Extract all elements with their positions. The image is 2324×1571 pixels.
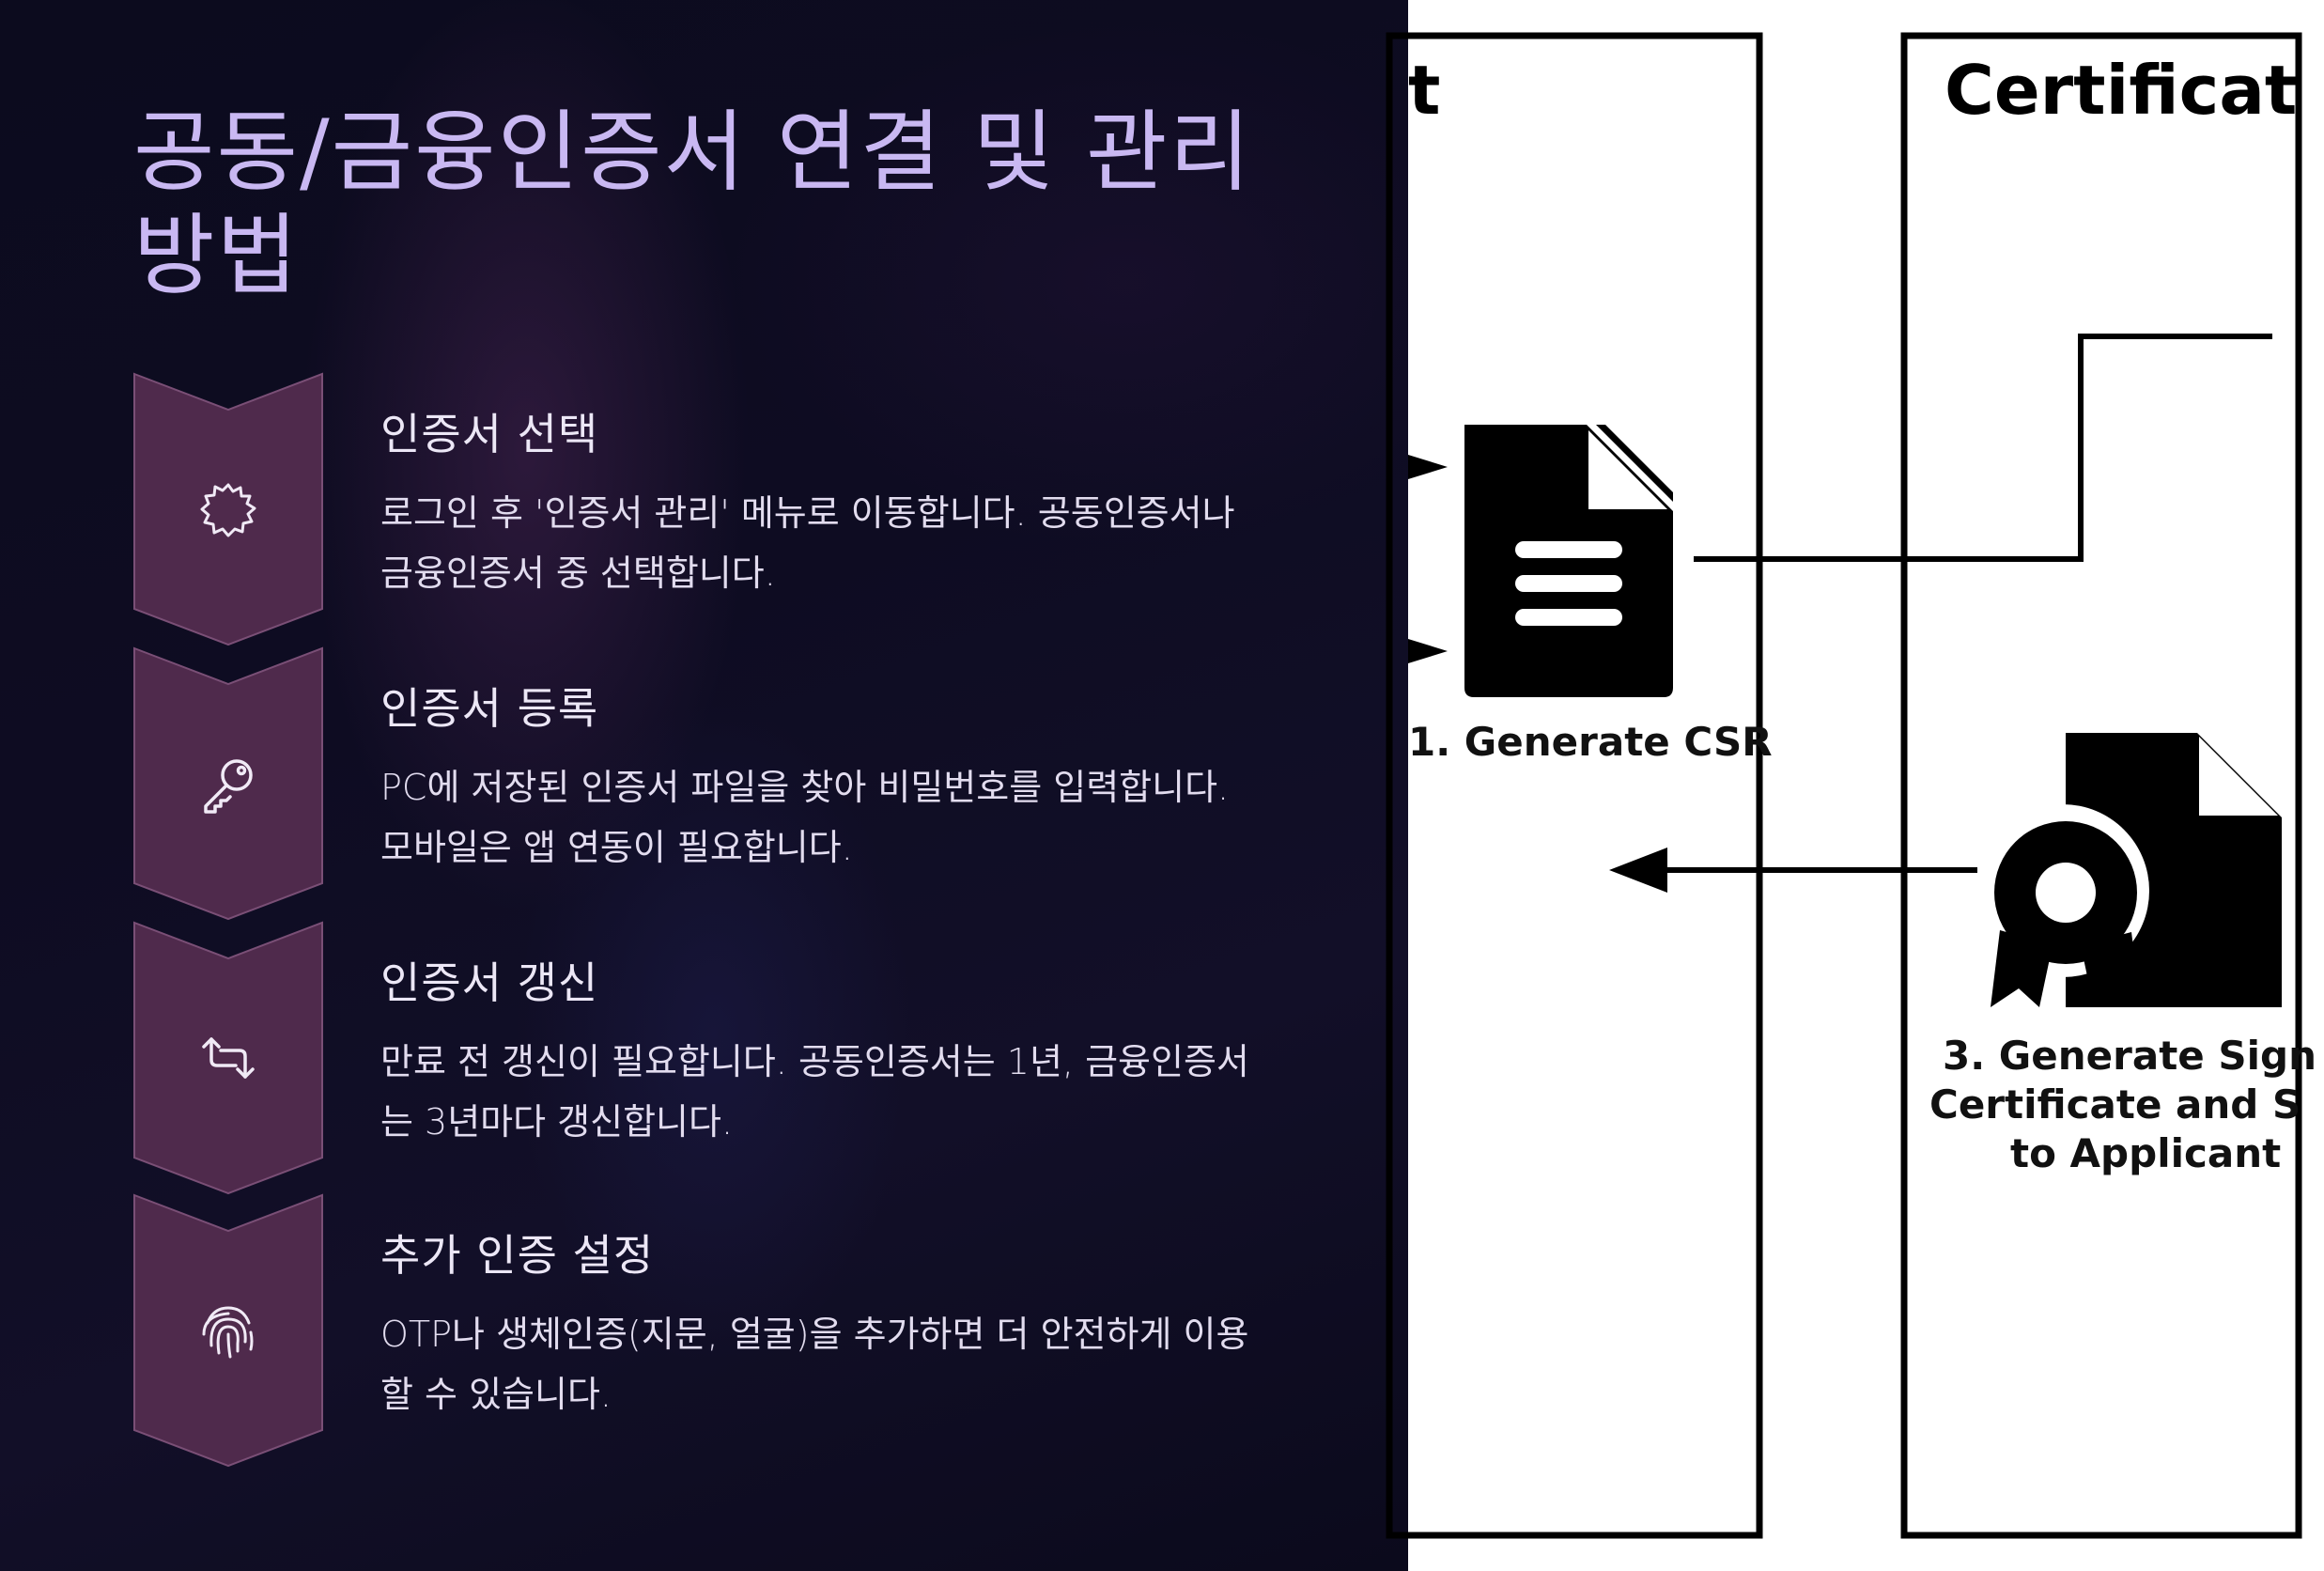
certificate-diagram: t Certificat 1. Generate CSR 3. Generate… [1386, 0, 2316, 1571]
step-chevron-4 [132, 1193, 324, 1468]
slide-title: 공동/금융인증서 연결 및 관리 방법 [133, 101, 1261, 308]
step-1-description-line-1: 로그인 후 '인증서 관리' 메뉴로 이동합니다. 공동인증서나 [380, 492, 1235, 534]
applicant-box-title: t [1408, 51, 1441, 130]
repeat-icon [198, 1028, 258, 1088]
step-1-description: 로그인 후 '인증서 관리' 메뉴로 이동합니다. 공동인증서나 금융인증서 중… [380, 483, 1282, 603]
sign-certificate-label: 3. Generate Sign Certificate and S to Ap… [1929, 1032, 2324, 1178]
step-3-description-line-1: 만료 전 갱신이 필요합니다. 공동인증서는 1년, 금융인증서 [380, 1041, 1249, 1082]
step-3-heading: 인증서 갱신 [380, 957, 599, 1008]
title-line-2: 방법 [133, 205, 300, 307]
step-4-description-line-1: OTP나 생체인증(지문, 얼굴)을 추가하면 더 안전하게 이용 [380, 1314, 1249, 1355]
step-4-heading: 추가 인증 설정 [380, 1230, 655, 1281]
incoming-arrow-bottom [1408, 639, 1448, 663]
slide-panel: 공동/금융인증서 연결 및 관리 방법 인증서 선택 로그인 후 '인증서 관리… [0, 0, 1408, 1571]
step-2-description-line-2: 모바일은 앱 연동이 필요합니다. [380, 827, 853, 868]
step-2-heading: 인증서 등록 [380, 683, 599, 734]
badge-icon [198, 479, 258, 539]
authority-box-title: Certificat [1944, 51, 2298, 130]
step-1-heading: 인증서 선택 [380, 409, 599, 459]
sign-label-line-1: 3. Generate Sign [1943, 1033, 2316, 1079]
return-arrowhead [1609, 848, 1667, 893]
step-chevron-2 [132, 646, 324, 921]
title-line-1: 공동/금융인증서 연결 및 관리 [133, 101, 1253, 204]
generate-csr-label: 1. Generate CSR [1408, 719, 1773, 765]
step-chevron-1 [132, 372, 324, 646]
step-2-description: PC에 저장된 인증서 파일을 찾아 비밀번호를 입력합니다. 모바일은 앱 연… [380, 757, 1282, 878]
certificate-icon [1976, 733, 2282, 1007]
key-icon [198, 754, 258, 814]
incoming-arrow-top [1408, 455, 1448, 479]
document-icon [1464, 425, 1673, 697]
step-2-description-line-1: PC에 저장된 인증서 파일을 찾아 비밀번호를 입력합니다. [380, 767, 1230, 808]
step-3-description-line-2: 는 3년마다 갱신합니다. [380, 1101, 734, 1143]
fingerprint-icon [198, 1300, 258, 1361]
step-4-description-line-2: 할 수 있습니다. [380, 1374, 612, 1415]
step-4-description: OTP나 생체인증(지문, 얼굴)을 추가하면 더 안전하게 이용 할 수 있습… [380, 1304, 1282, 1424]
applicant-box [1386, 32, 1763, 1539]
step-1-description-line-2: 금융인증서 중 선택합니다. [380, 552, 776, 594]
step-3-description: 만료 전 갱신이 필요합니다. 공동인증서는 1년, 금융인증서 는 3년마다 … [380, 1032, 1282, 1152]
authority-box [1900, 32, 2302, 1539]
sign-label-line-2: Certificate and S [1929, 1081, 2301, 1128]
step-chevron-3 [132, 921, 324, 1195]
csr-connector [1694, 334, 2272, 562]
sign-label-line-3: to Applicant [2010, 1130, 2282, 1176]
